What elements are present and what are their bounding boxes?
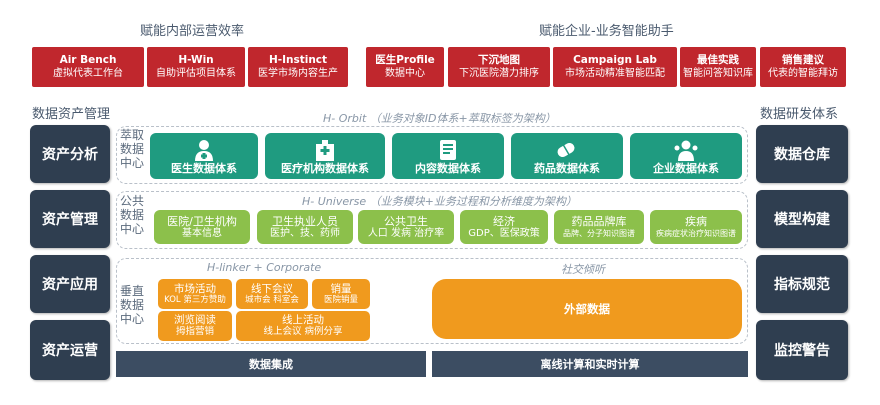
- pill-icon: [557, 143, 575, 157]
- universe-caption: H- Universe （业务模块+业务过程和分析维度为架构）: [302, 195, 577, 208]
- online-activity-block: 线上活动线上会议 病例分享: [236, 311, 370, 341]
- header-enterprise: 赋能企业-业务智能助手: [539, 24, 674, 39]
- extract-data-center-frame: [116, 126, 748, 184]
- header-asset-management: 数据资产管理: [32, 107, 111, 122]
- vertical-data-center-frame: [116, 258, 748, 344]
- hospital-data-system: 医疗机构数据体系: [265, 133, 385, 179]
- hospital-icon: [316, 140, 334, 161]
- public-health-block: 公共卫生人口 发病 治疗率: [358, 210, 454, 244]
- social-listening-caption: 社交倾听: [561, 263, 605, 276]
- offline-meeting-block: 线下会议城市会 科室会: [236, 279, 308, 309]
- left-box-asset-operation: 资产运营: [30, 320, 110, 380]
- doctor-icon: [195, 140, 213, 161]
- document-icon: [440, 140, 456, 160]
- health-practitioner-block: 卫生执业人员医护、技、药师: [257, 210, 353, 244]
- left-box-asset-application: 资产应用: [30, 255, 110, 313]
- data-integration-bar: 数据集成: [116, 351, 426, 377]
- team-icon: [674, 140, 698, 161]
- vertical-data-center-label: 垂直数据中心: [119, 284, 144, 326]
- extract-data-center-label: 萃取数据中心: [119, 128, 144, 170]
- content-data-system: 内容数据体系: [392, 133, 504, 179]
- enterprise-data-system: 企业数据体系: [630, 133, 742, 179]
- browse-read-block: 浏览阅读拇指营销: [158, 311, 232, 341]
- right-box-monitor-alert: 监控警告: [756, 320, 848, 380]
- doctor-data-system: 医生数据体系: [150, 133, 258, 179]
- drug-data-system: 药品数据体系: [511, 133, 623, 179]
- orbit-caption: H- Orbit （业务对象ID体系+萃取标签为架构）: [323, 112, 556, 125]
- top-card-best-practice: 最佳实践智能问答知识库: [680, 47, 756, 87]
- right-box-metric-spec: 指标规范: [756, 255, 848, 313]
- disease-block: 疾病疾病症状治疗知识图谱: [650, 210, 742, 244]
- header-data-rd: 数据研发体系: [760, 107, 839, 122]
- left-box-asset-management: 资产管理: [30, 190, 110, 248]
- top-card-map: 下沉地图下沉医院潜力排序: [448, 47, 550, 87]
- header-internal: 赋能内部运营效率: [140, 24, 245, 39]
- hospital-info-block: 医院/卫生机构基本信息: [154, 210, 250, 244]
- offline-realtime-compute-bar: 离线计算和实时计算: [432, 351, 748, 377]
- external-data-block: 外部数据: [432, 279, 742, 339]
- public-data-center-frame: [116, 191, 748, 249]
- right-box-data-warehouse: 数据仓库: [756, 125, 848, 183]
- drug-brand-block: 药品品牌库品牌、分子知识图谱: [554, 210, 644, 244]
- sales-volume-block: 销量医院销量: [312, 279, 370, 309]
- right-box-model-build: 模型构建: [756, 190, 848, 248]
- linker-caption: H-linker + Corporate: [207, 261, 322, 274]
- public-data-center-label: 公共数据中心: [119, 194, 144, 236]
- top-card-sales-advice: 销售建议代表的智能拜访: [760, 47, 846, 87]
- left-box-asset-analysis: 资产分析: [30, 125, 110, 183]
